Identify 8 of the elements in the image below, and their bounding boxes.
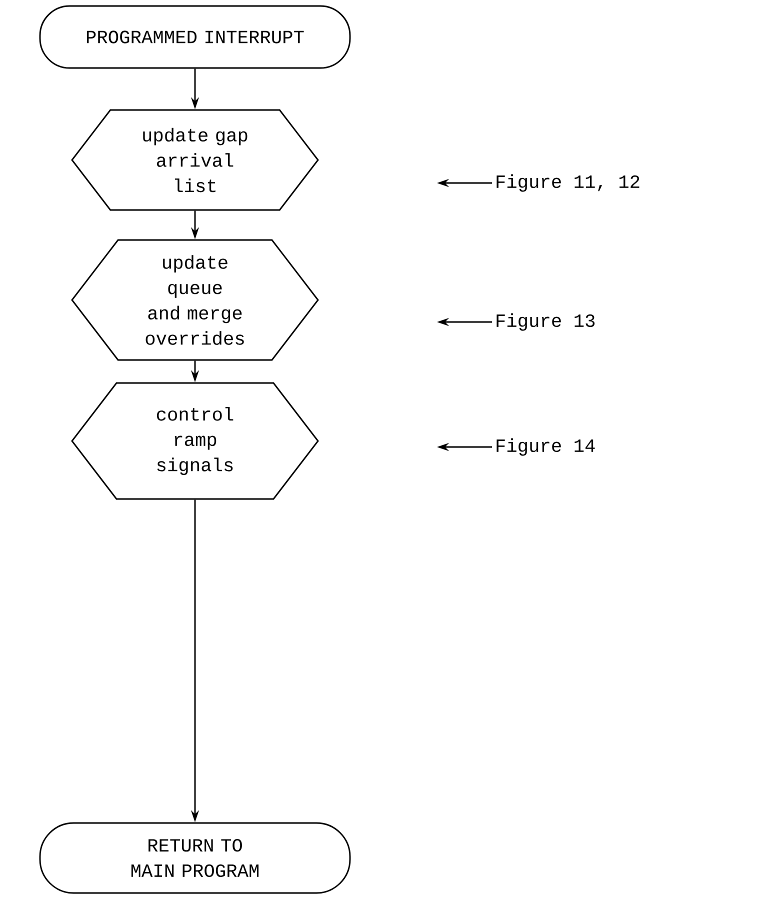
process-hexagon: control ramp signals <box>71 382 319 500</box>
figure-reference: Figure 14 <box>496 438 595 456</box>
terminal-box: PROGRAMMED INTERRUPT <box>39 5 351 69</box>
figure-reference: Figure 13 <box>496 313 595 331</box>
process-hexagon: update gap arrival list <box>71 109 319 211</box>
figure-reference: Figure 11, 12 <box>496 174 640 192</box>
process-hexagon: update queue and merge overrides <box>71 239 319 361</box>
terminal-box: RETURN TO MAIN PROGRAM <box>39 822 351 894</box>
